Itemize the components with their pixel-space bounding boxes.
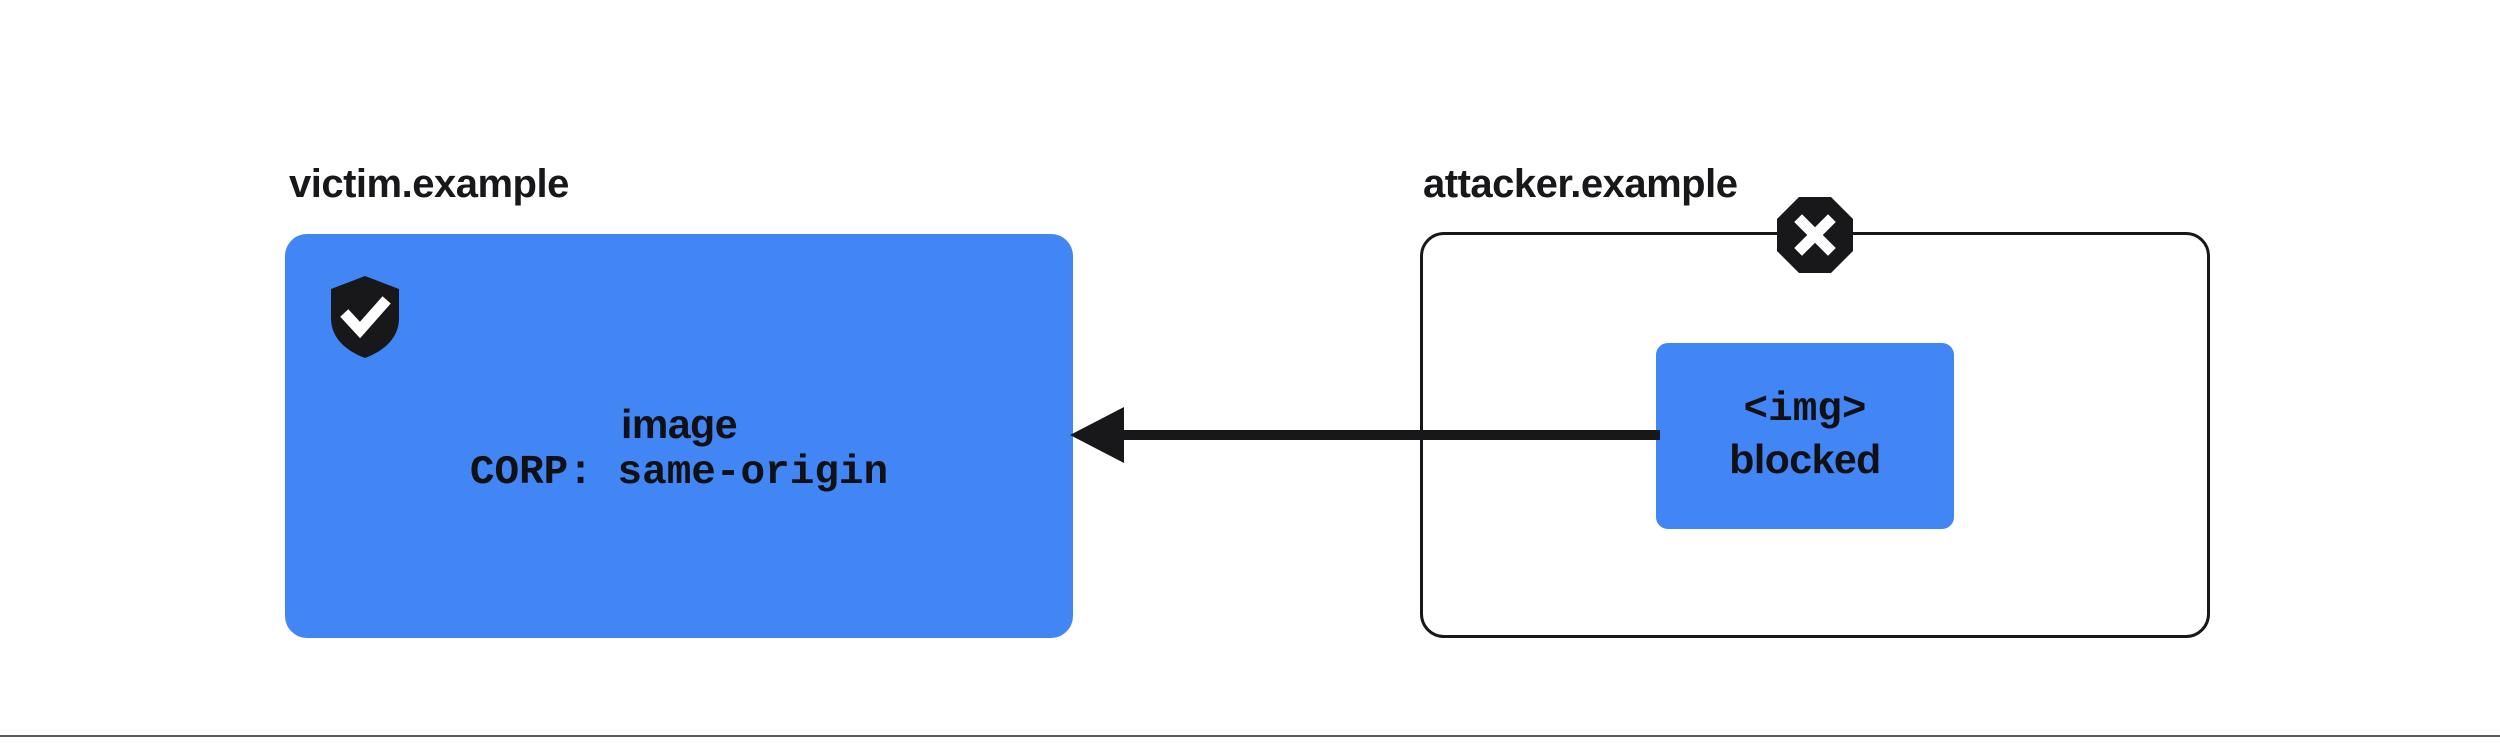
attacker-embed-block: <img> blocked	[1656, 385, 1954, 483]
victim-origin-frame: image CORP: same-origin	[285, 234, 1073, 638]
victim-origin-label: victim.example	[289, 162, 569, 206]
attacker-embed-state: blocked	[1729, 436, 1881, 483]
victim-resource-name: image	[621, 401, 738, 447]
attacker-embed-tag: <img>	[1743, 387, 1867, 433]
victim-resource-block: image CORP: same-origin	[285, 400, 1073, 498]
attacker-origin-frame: <img> blocked	[1420, 197, 2210, 638]
octagon-x-icon	[1775, 195, 1855, 275]
attacker-origin-label: attacker.example	[1423, 162, 1738, 206]
victim-corp-header: CORP: same-origin	[469, 450, 889, 497]
attacker-embed-box: <img> blocked	[1656, 343, 1954, 529]
shield-check-icon	[327, 274, 403, 360]
cross-origin-request-arrow	[1060, 404, 1660, 466]
footer-divider	[0, 735, 2500, 737]
